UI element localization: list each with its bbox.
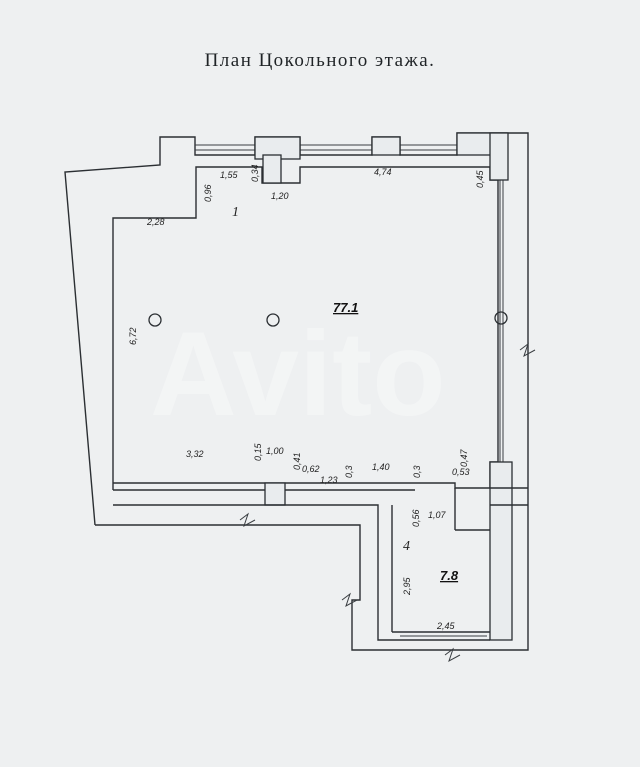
dimension-label: 0,3 [412,465,422,478]
break-mark-lower [444,647,461,663]
wall-pier-3-stem [489,132,509,181]
dimension-label: 4,74 [374,167,392,177]
dimension-label: 0,34 [250,164,260,182]
dimension-label: 0,41 [292,452,302,470]
dimension-label: 0,45 [475,169,485,188]
dimension-label: 0,53 [452,467,470,477]
dimension-label: 3,32 [186,449,204,459]
break-mark-left [341,592,358,608]
wall-pier-1-stem [262,154,282,184]
column-circle-2 [266,313,280,327]
break-mark-right [519,342,536,358]
dimension-label: 2,95 [402,576,412,596]
dimension-label: 2,45 [436,621,456,631]
room-1-area: 77.1 [333,300,358,315]
right-wall-column [489,461,513,641]
bottom-wall-pier [264,482,286,506]
room-1-number: 1 [232,205,239,220]
dimension-label: 2,28 [146,217,165,227]
plan-title: План Цокольного этажа. [204,50,436,71]
dimension-label: 1,00 [266,446,284,456]
dimension-label: 6,72 [128,327,138,345]
dimension-label: 0,47 [459,448,469,467]
dimension-label: 0,56 [411,509,421,527]
break-mark-bottom [239,512,256,528]
watermark-text: Avito [150,307,446,441]
room-4-number: 4 [403,539,410,554]
dimension-label: 0,3 [344,465,354,478]
dimension-label: 1,20 [271,191,289,201]
dimension-label: 1,23 [320,475,338,485]
dimension-label: 0,15 [253,442,263,461]
wall-pier-2 [371,136,401,156]
dimension-label: 1,55 [220,170,239,180]
dimension-label: 0,96 [203,184,213,202]
room-4-area: 7.8 [440,568,459,583]
dimension-label: 1,07 [428,510,447,520]
column-circle-1 [148,313,162,327]
dimension-label: 1,40 [372,462,390,472]
column-circle-3 [494,311,508,325]
dimension-label: 0,62 [302,464,320,474]
lower-wall [113,504,490,641]
